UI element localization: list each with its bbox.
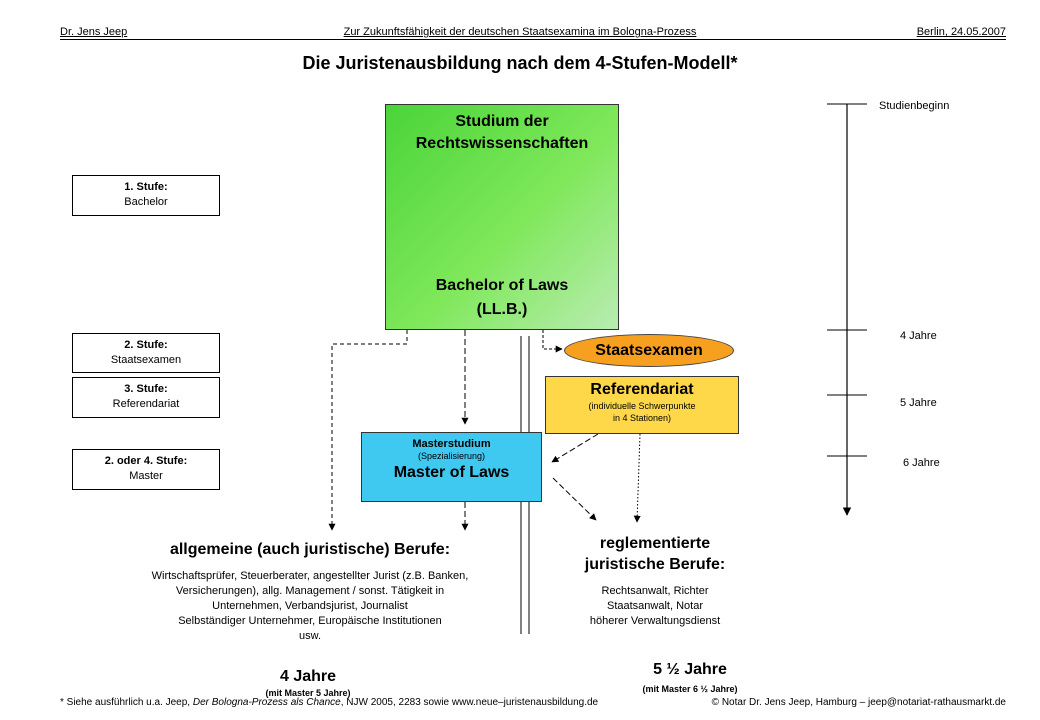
arrow-study-to-general: [328, 330, 408, 531]
timeline-label-4: 4 Jahre: [900, 330, 937, 342]
general-jobs-line-5: usw.: [298, 630, 321, 642]
general-jobs-years: 4 Jahre: [279, 668, 337, 685]
regulated-jobs-years: 5 ½ Jahre: [653, 661, 727, 678]
regulated-jobs-line-2: Staatsanwalt, Notar: [607, 600, 703, 612]
general-jobs-line-2: Versicherungen), allg. Management / sons…: [175, 585, 445, 597]
stage-text-1: Bachelor: [124, 196, 168, 208]
stage-label-3: 3. Stufe:: [124, 383, 168, 395]
timeline-label-start: Studienbeginn: [879, 100, 950, 112]
header-rule: [60, 39, 1006, 40]
master-box: Masterstudium (Spezialisierung) Master o…: [361, 432, 542, 502]
referendariat-sub-2: in 4 Stationen): [612, 413, 672, 423]
stage-label-1: 1. Stufe:: [124, 181, 168, 193]
general-jobs-title: allgemeine (auch juristische) Berufe:: [169, 541, 451, 558]
header-subject: Zur Zukunftsfähigkeit der deutschen Staa…: [343, 26, 697, 38]
general-jobs-line-4: Selbständiger Unternehmer, Europäische I…: [178, 615, 442, 627]
stage-box-1: 1. Stufe: Bachelor: [72, 175, 220, 216]
staatsexamen-ellipse: Staatsexamen: [564, 334, 734, 367]
arrow-study-to-staatsexamen: [542, 330, 563, 353]
referendariat-box: Referendariat (individuelle Schwerpunkte…: [545, 376, 739, 434]
arrow-referendariat-to-regulated: [633, 433, 641, 523]
footer-ref-book: Der Bologna-Prozess als Chance: [192, 697, 341, 708]
general-jobs-line-3: Unternehmen, Verbandsjurist, Journalist: [212, 600, 408, 612]
footer-ref-part-1: * Siehe ausführlich u.a. Jeep,: [60, 697, 193, 708]
stage-label-2: 2. Stufe:: [124, 339, 168, 351]
general-jobs-line-1: Wirtschaftsprüfer, Steuerberater, angest…: [151, 570, 469, 582]
stage-text-2: Staatsexamen: [110, 354, 182, 366]
master-sub: (Spezialisierung): [417, 451, 486, 461]
regulated-jobs-title: reglementierte juristische Berufe:: [545, 533, 765, 575]
page-title: Die Juristenausbildung nach dem 4-Stufen…: [302, 53, 738, 73]
master-title: Masterstudium: [412, 438, 491, 450]
timeline-label-5: 5 Jahre: [900, 397, 937, 409]
footer-reference: * Siehe ausführlich u.a. Jeep, Der Bolog…: [60, 697, 598, 708]
regulated-jobs-years-note: (mit Master 6 ½ Jahre): [642, 684, 738, 694]
regulated-jobs-title-2: juristische Berufe:: [584, 556, 726, 573]
regulated-jobs-line-1: Rechtsanwalt, Richter: [601, 585, 709, 597]
referendariat-sub-1: (individuelle Schwerpunkte: [588, 401, 696, 411]
study-box: Studium der Rechtswissenschaften Bachelo…: [385, 104, 619, 330]
timeline-label-6: 6 Jahre: [903, 457, 940, 469]
study-degree-abbr: (LL.B.): [476, 301, 528, 318]
stage-box-4: 2. oder 4. Stufe: Master: [72, 449, 220, 490]
study-degree: Bachelor of Laws: [435, 277, 569, 294]
header-author: Dr. Jens Jeep: [60, 26, 128, 38]
footer-copyright: © Notar Dr. Jens Jeep, Hamburg – jeep@no…: [711, 697, 1006, 708]
study-title-2: Rechtswissenschaften: [415, 135, 589, 152]
stage-box-2: 2. Stufe: Staatsexamen: [72, 333, 220, 373]
stage-text-3: Referendariat: [112, 398, 180, 410]
stage-label-4: 2. oder 4. Stufe:: [104, 455, 188, 467]
regulated-jobs-line-3: höherer Verwaltungsdienst: [589, 615, 721, 627]
master-degree: Master of Laws: [393, 464, 510, 481]
study-title-1: Studium der: [455, 113, 549, 130]
arrow-referendariat-to-master: [551, 433, 599, 463]
general-jobs-list: Wirtschaftsprüfer, Steuerberater, angest…: [100, 569, 520, 644]
general-jobs-years-note: (mit Master 5 Jahre): [265, 688, 351, 698]
stage-box-3: 3. Stufe: Referendariat: [72, 377, 220, 418]
regulated-jobs-title-1: reglementierte: [599, 535, 711, 552]
stage-text-4: Master: [129, 470, 163, 482]
header-date: Berlin, 24.05.2007: [916, 26, 1006, 38]
referendariat-title: Referendariat: [590, 381, 694, 398]
footer-ref-part-2: , NJW 2005, 2283 sowie www.neue–juristen…: [340, 697, 599, 708]
arrow-master-to-regulated: [552, 477, 597, 521]
regulated-jobs-list: Rechtsanwalt, Richter Staatsanwalt, Nota…: [545, 584, 765, 629]
